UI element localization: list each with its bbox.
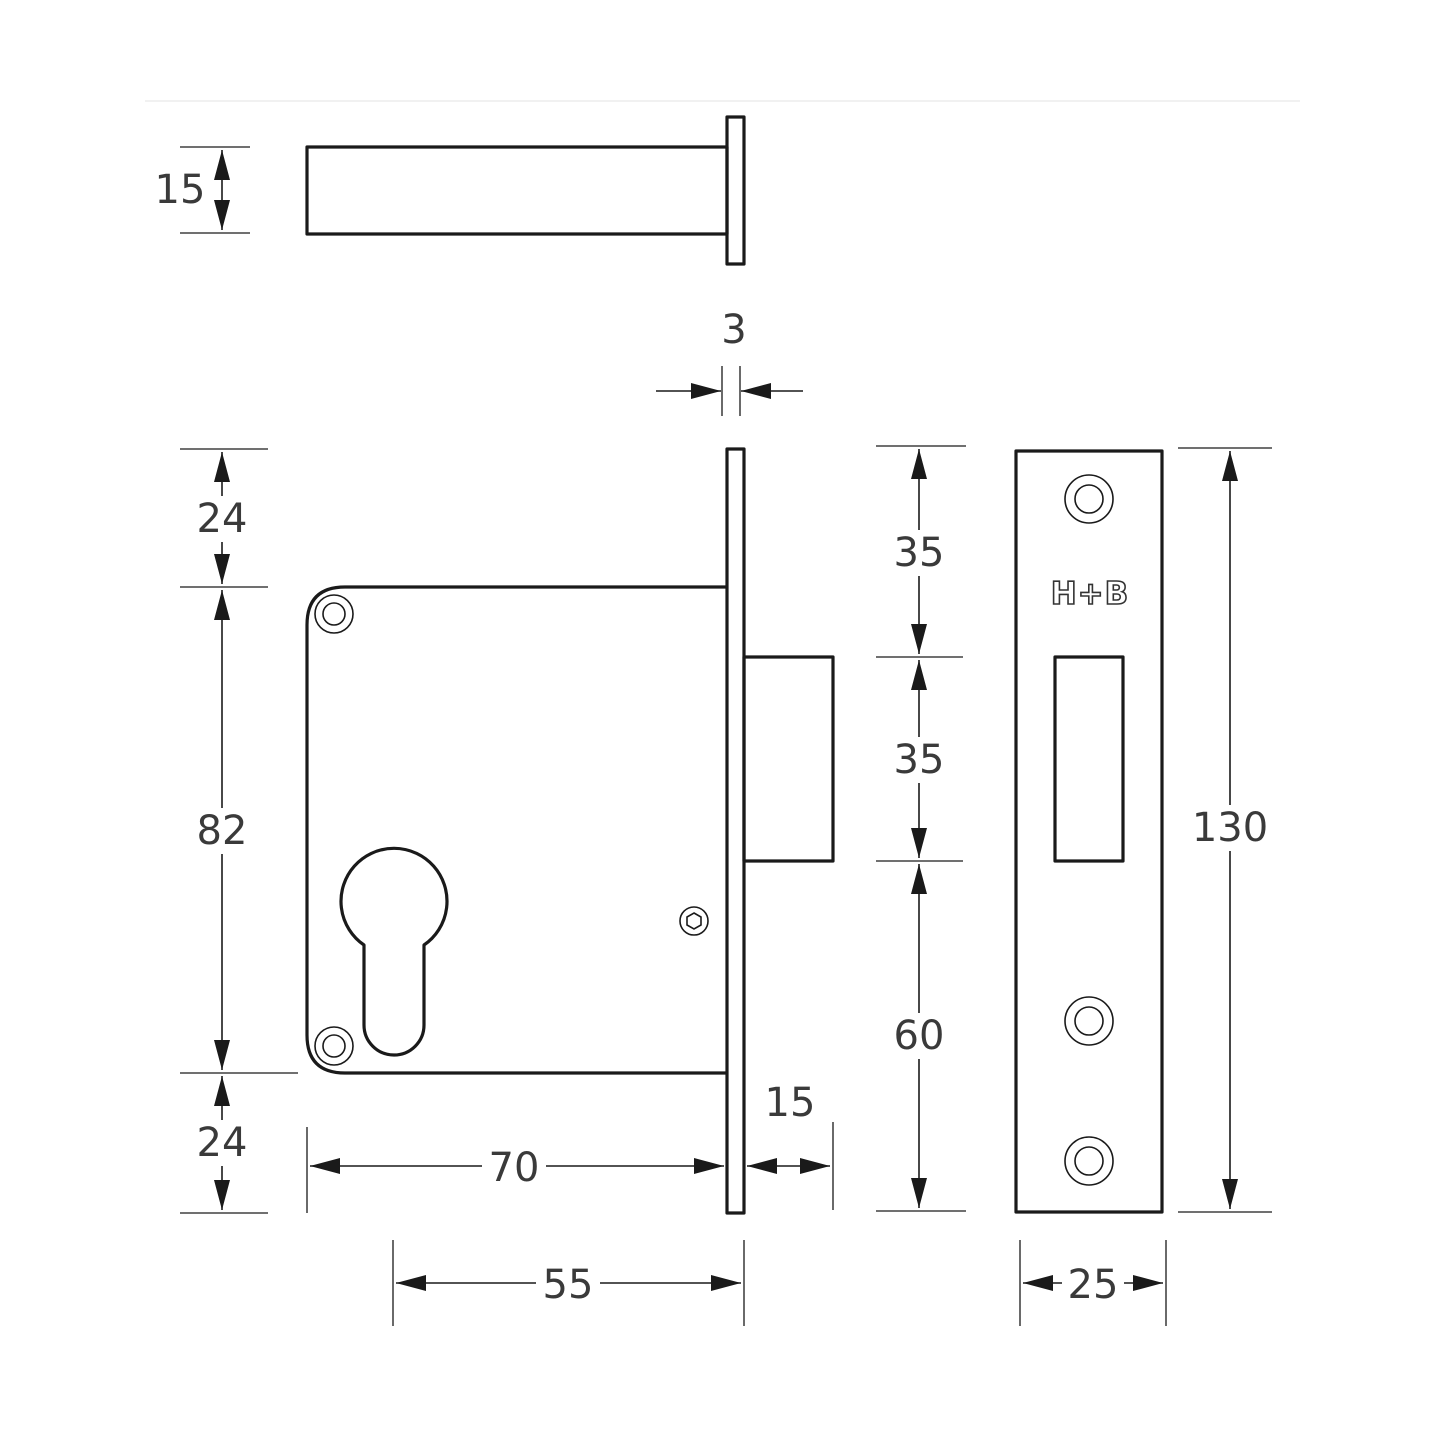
dim-label-bottom-offset: 24	[197, 1120, 248, 1166]
dim-label-case-depth: 70	[489, 1145, 540, 1191]
brand-mark: H+B	[1051, 576, 1130, 612]
dim-strike-width: 25	[1019, 1240, 1167, 1326]
dim-label-strike-lower: 60	[894, 1013, 945, 1059]
strike-hole-top	[1064, 474, 1114, 524]
lock-case-front-view	[305, 447, 835, 1215]
dim-label-backset: 55	[543, 1262, 594, 1308]
dim-label-strike-width: 25	[1068, 1262, 1119, 1308]
bolt-faceplate-edge	[725, 115, 746, 266]
dim-bolt-height: 15	[155, 146, 250, 234]
dim-label-strike-upper: 35	[894, 530, 945, 576]
dim-strike-verticals: 35 35 60	[876, 445, 966, 1212]
dim-strike-height: 130	[1178, 447, 1272, 1213]
screw-hole-top-left	[314, 594, 354, 634]
strike-bolt-slot	[1053, 655, 1125, 863]
dim-faceplate-thickness: 3	[656, 307, 803, 416]
dim-label-strike-middle: 35	[894, 737, 945, 783]
dim-label-top-offset: 24	[197, 496, 248, 542]
strike-hole-middle	[1064, 996, 1114, 1046]
cylinder-cutout	[339, 846, 449, 1057]
deadbolt	[742, 655, 835, 863]
strike-hole-bottom	[1064, 1136, 1114, 1186]
bolt-body	[305, 145, 729, 236]
dim-left-verticals: 24 82 24	[180, 448, 298, 1214]
spindle-screw	[679, 906, 709, 936]
dim-bolt-throw: 15	[747, 1080, 834, 1210]
dim-label-faceplate-thickness: 3	[721, 307, 746, 353]
dim-label-strike-height: 130	[1192, 805, 1268, 851]
dim-label-bolt-height: 15	[155, 167, 206, 213]
lock-faceplate	[725, 447, 746, 1215]
dim-label-bolt-throw: 15	[765, 1080, 816, 1126]
strike-plate: H+B	[1014, 449, 1164, 1214]
screw-hole-bottom-left	[314, 1026, 354, 1066]
dim-backset: 55	[392, 1240, 745, 1326]
dim-label-case-height: 82	[197, 808, 248, 854]
dim-case-depth: 70	[306, 1127, 724, 1213]
bolt-top-view	[305, 115, 746, 266]
lock-case-body	[305, 585, 727, 1075]
strike-plate-outline	[1014, 449, 1164, 1214]
